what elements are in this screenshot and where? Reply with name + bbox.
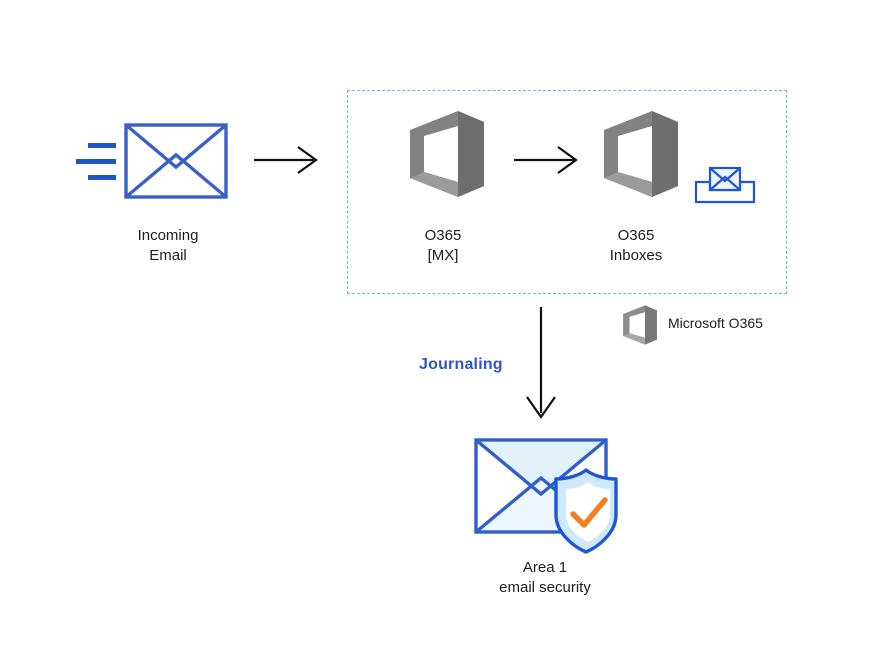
legend-office365-icon	[620, 304, 660, 346]
office365-logo-icon	[410, 111, 484, 197]
office365-logo-icon	[604, 111, 678, 197]
area1-email-security-node	[468, 432, 634, 554]
incoming-email-label: Incoming Email	[137, 227, 199, 264]
legend-label: Microsoft O365	[668, 315, 763, 331]
area1-email-security-label: Area 1 email security	[499, 559, 591, 596]
email-shield-icon	[474, 438, 618, 554]
arrow-mx-to-inboxes	[512, 142, 584, 178]
o365-inboxes-node	[598, 108, 684, 200]
journaling-label: Journaling	[419, 356, 503, 373]
o365-mx-node	[404, 108, 490, 200]
o365-inbox-tray	[692, 160, 758, 208]
microsoft-o365-zone-boundary	[347, 90, 787, 294]
inbox-tray-icon	[694, 166, 756, 204]
office365-logo-icon	[623, 305, 657, 345]
arrow-inboxes-to-area1	[520, 305, 564, 423]
o365-inboxes-label: O365 Inboxes	[609, 227, 663, 264]
o365-mx-label: O365 [MX]	[424, 227, 462, 264]
envelope-icon	[76, 123, 228, 199]
incoming-email-node	[70, 115, 235, 215]
arrow-incoming-to-mx	[252, 142, 324, 178]
